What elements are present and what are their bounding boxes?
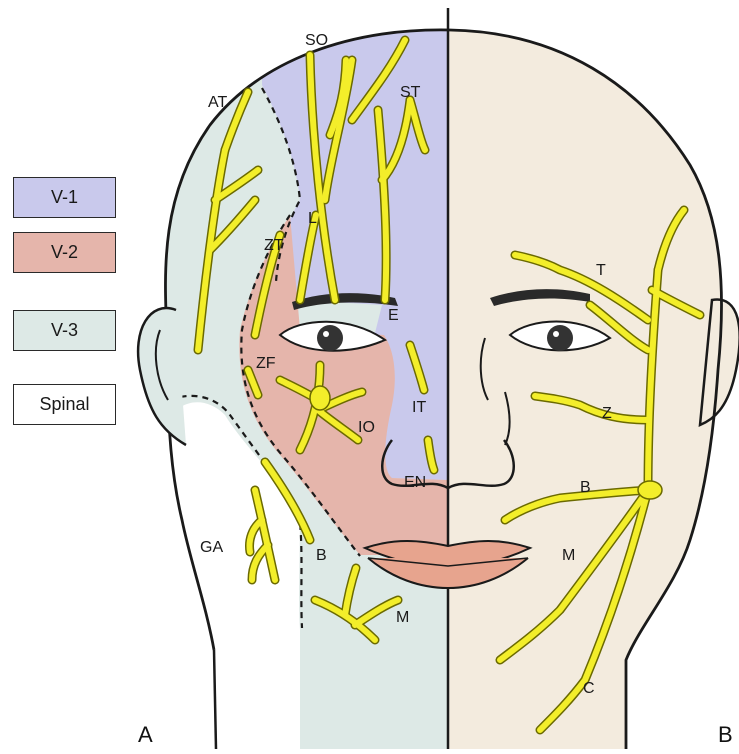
label-it: IT — [412, 399, 426, 416]
label-zf: ZF — [256, 355, 276, 372]
label-ga: GA — [200, 539, 223, 556]
legend-v1: V-1 — [13, 177, 116, 218]
label-m-a: M — [396, 609, 409, 626]
label-l: L — [308, 210, 317, 227]
label-m-b: M — [562, 547, 575, 564]
label-at: AT — [208, 94, 227, 111]
label-so: SO — [305, 32, 328, 49]
label-c: C — [583, 680, 595, 697]
legend-v2: V-2 — [13, 232, 116, 273]
label-io: IO — [358, 419, 375, 436]
label-b-b: B — [580, 479, 591, 496]
label-t: T — [596, 262, 606, 279]
label-z: Z — [602, 405, 612, 422]
label-st: ST — [400, 84, 421, 101]
label-en: EN — [404, 474, 426, 491]
label-e: E — [388, 307, 399, 324]
panel-label-b: B — [718, 722, 733, 748]
legend-spinal: Spinal — [13, 384, 116, 425]
panel-label-a: A — [138, 722, 153, 748]
legend-v3: V-3 — [13, 310, 116, 351]
label-zt: ZT — [264, 237, 284, 254]
label-b-a: B — [316, 547, 327, 564]
